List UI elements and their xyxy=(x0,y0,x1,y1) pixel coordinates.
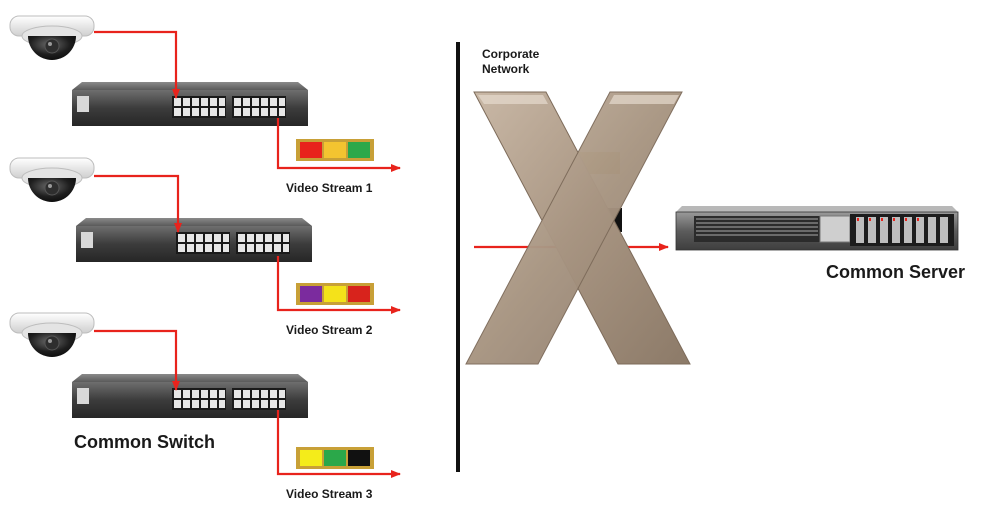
stream-3-link xyxy=(276,410,401,478)
stream-block-1-3 xyxy=(348,142,370,158)
switch-1 xyxy=(72,82,308,126)
camera-3 xyxy=(9,312,95,357)
stream-3-label: Video Stream 3 xyxy=(286,487,373,501)
switch-ports xyxy=(174,98,285,116)
common-switch-label: Common Switch xyxy=(74,432,216,452)
rack-server-icon xyxy=(675,206,959,251)
corporate-network-label-line-1: Corporate xyxy=(482,47,540,61)
common-server-label: Common Server xyxy=(826,262,966,282)
stream-block-3-3 xyxy=(348,450,370,466)
security-dome-camera-icon xyxy=(9,15,95,60)
stream-1-label: Video Stream 1 xyxy=(286,181,373,195)
stream-block-3-1 xyxy=(300,450,322,466)
stream-2-link xyxy=(276,256,401,314)
stream-block-2-1 xyxy=(300,286,322,302)
network-switch-icon xyxy=(76,218,312,262)
network-switch-icon xyxy=(72,82,308,126)
switch-ports xyxy=(174,390,285,408)
camera-3-link xyxy=(94,329,180,391)
switch-3 xyxy=(72,374,308,418)
security-dome-camera-icon xyxy=(9,157,95,202)
switch-2 xyxy=(76,218,312,262)
blocked-x-icon xyxy=(465,91,691,365)
stream-block-1-2 xyxy=(324,142,346,158)
corporate-network-label-line-2: Network xyxy=(482,62,530,76)
camera-2-link xyxy=(94,174,182,233)
camera-2 xyxy=(9,157,95,202)
camera-1-link xyxy=(94,30,180,99)
stream-block-3-2 xyxy=(324,450,346,466)
stream-1-blocks xyxy=(296,139,374,161)
stream-block-2-2 xyxy=(324,286,346,302)
stream-block-1-1 xyxy=(300,142,322,158)
camera-1 xyxy=(9,15,95,60)
stream-2-label: Video Stream 2 xyxy=(286,323,373,337)
stream-3-blocks xyxy=(296,447,374,469)
security-dome-camera-icon xyxy=(9,312,95,357)
stream-1-link xyxy=(276,118,401,172)
stream-block-2-3 xyxy=(348,286,370,302)
switch-ports xyxy=(178,234,289,252)
network-switch-icon xyxy=(72,374,308,418)
corporate-network-label: Corporate Network xyxy=(482,47,539,77)
stream-2-blocks xyxy=(296,283,374,305)
